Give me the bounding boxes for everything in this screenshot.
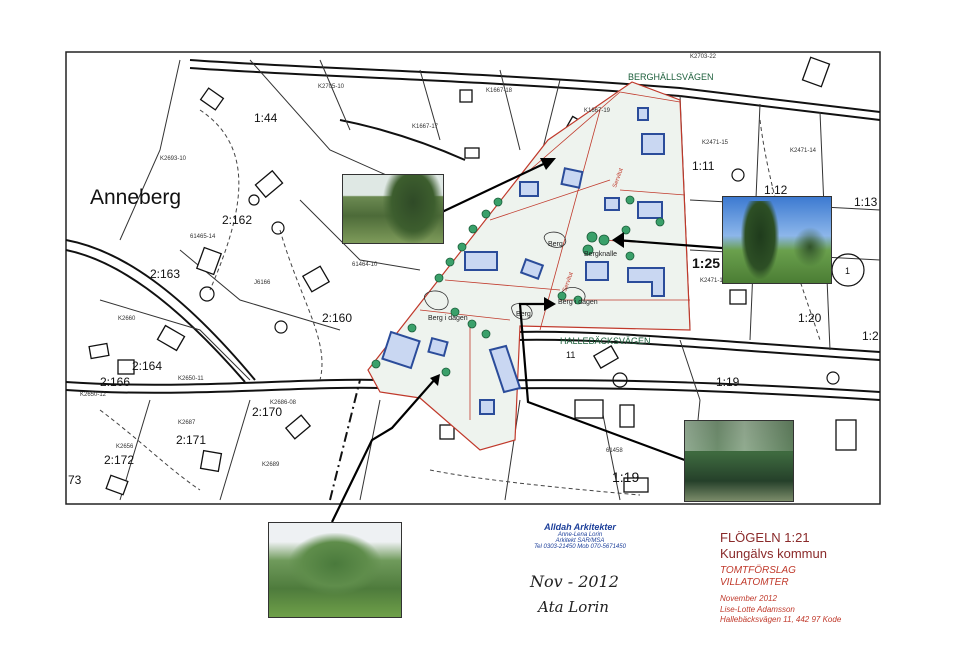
parcel-label: 1:11 [692,159,715,173]
parcel-code: K2650-11 [178,376,204,382]
parcel-label: 2:160 [322,311,352,325]
parcel-codes: K2703-22 K2705-10 K1667-18 K1667-17 K166… [80,54,817,468]
parcel-label: 1:19 [716,375,740,389]
owner-name: Lise-Lotte Adamsson [720,605,795,614]
trees [371,195,665,377]
parcel-label: 1:12 [764,183,788,197]
plan-subtype: VILLATOMTER [720,577,789,588]
parcel-code: K2705-10 [318,84,345,90]
parcel-label: 2:163 [150,267,180,281]
municipality: Kungälvs kommun [720,546,827,561]
terrain-label: Berg i dagen [428,315,468,322]
architect-name: Anne-Lena Lorin [557,532,603,538]
parcel-label: 2:162 [222,213,252,227]
parcel-label: 2:166 [100,375,130,389]
architect-role: Arkitekt SAR/MSA [555,538,605,544]
firm-name: Alldah Arkitekter [544,522,616,532]
boundary-line [329,379,361,501]
architect-phone: Tel 0303-21450 Mob 070-5671450 [534,544,626,550]
parcel-code: K2689 [262,462,280,468]
parcel-label: 1:2 [862,329,879,343]
parcel-code: K1667-18 [486,88,513,94]
parcel-code: K1667-19 [584,108,611,114]
parcel-label: 2:170 [252,405,282,419]
parcel-code: K2703-22 [690,54,717,60]
parcel-code: 61464-10 [352,262,378,268]
parcel-label: 2:164 [132,359,162,373]
plan-type: TOMTFÖRSLAG [720,565,796,576]
architect-stamp: Alldah Arkitekter Anne-Lena Lorin Arkite… [520,522,640,550]
parcel-code: K2650-12 [80,392,107,398]
parcel-label: 2:171 [176,433,206,447]
signature-date: Nov - 2012 [530,572,619,591]
site-photo-south-east [684,420,794,502]
parcel-code: 61458 [606,448,623,454]
road-label: HALLEBÄCKSVÄGEN [560,336,651,346]
parcel-labels: 2:162 2:163 2:160 2:164 2:166 2:170 2:17… [68,111,879,487]
parcel-label: 1 [845,266,850,276]
parcel-label: 1:44 [254,111,278,125]
district-label: Anneberg [90,186,181,209]
parcel-code: K2471-11 [700,278,726,284]
parcel-label: 1:25 [692,255,720,271]
survey-circles [199,168,865,388]
parcel-code: 61465-14 [190,234,216,240]
parcel-code: J6166 [254,280,271,286]
proposed-houses [381,107,665,415]
parcel-code: K2686-08 [270,400,297,406]
terrain-label: Berg i dagen [558,299,598,306]
parcel-label: 1:20 [798,311,822,325]
terrain-label: Bergknalle [584,251,617,258]
plan-title: FLÖGELN 1:21 [720,530,810,545]
parcel-code: K2693-10 [160,156,187,162]
rock-outcrops [424,231,586,320]
owner-address: Hallebäcksvägen 11, 442 97 Kode [720,615,842,624]
arrow-heads [430,158,624,386]
signature-name: Ata Lorin [538,598,609,616]
road-labels: BERGHÄLLSVÄGEN HALLEBÄCKSVÄGEN [560,72,714,346]
parcel-label: 1:13 [854,195,878,209]
parcel-label: 1:19 [612,469,639,485]
road-label: BERGHÄLLSVÄGEN [628,72,714,82]
plan-date: November 2012 [720,594,777,603]
site-photo-north-west [342,174,444,244]
photo-arrows [331,159,723,523]
parcel-code: K2471-15 [702,140,729,146]
terrain-label: Berg [516,311,531,318]
parcel-code: K2471-14 [790,148,817,154]
parcel-label: 11 [566,350,575,360]
site-photo-south [268,522,402,618]
parcel-label: 2:172 [104,453,134,467]
site-photo-east [722,196,832,284]
parcel-code: K1667-17 [412,124,439,130]
terrain-labels: Berg Bergknalle Berg i dagen Berg i dage… [428,241,617,322]
terrain-label: Berg [548,241,563,248]
parcel-label: 73 [68,473,82,487]
parcel-code: K2687 [178,420,196,426]
parcel-code: K2656 [116,444,134,450]
parcel-code: K2660 [118,316,136,322]
